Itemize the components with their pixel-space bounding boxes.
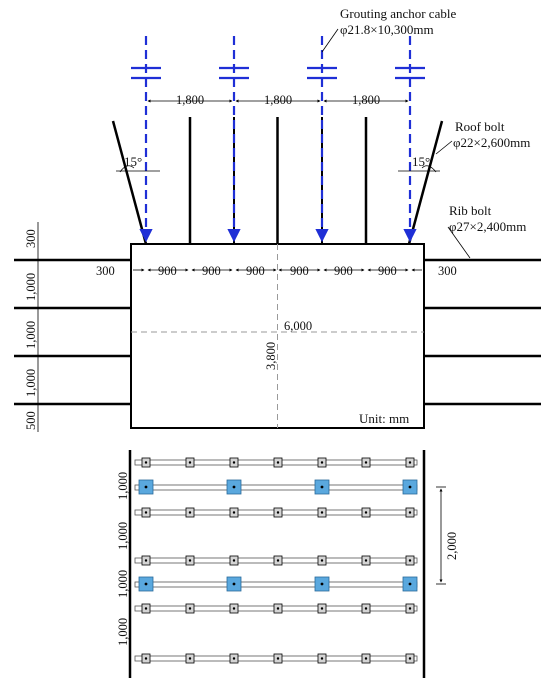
bolt-row (134, 653, 418, 664)
cable-row-spacing-label: 2,000 (445, 532, 459, 560)
rib-bolts (14, 258, 541, 406)
roof-bolt-spacing-label: 900 (290, 264, 309, 278)
roof-bolt-spacing-label: 900 (246, 264, 265, 278)
cable-row-spacing-dimension (436, 486, 446, 585)
roof-bolt-spacing-label: 900 (378, 264, 397, 278)
cross-section: 6,000 3,800 Unit: mm (14, 6, 541, 432)
width-label: 6,000 (284, 319, 312, 333)
roof-bolt-spacing-label: 900 (202, 264, 221, 278)
anchor-cable-leader (321, 28, 339, 53)
angle-marker-left (116, 165, 160, 173)
rib-spacing-label: 1,000 (24, 369, 38, 397)
anchor-symbol (131, 66, 161, 80)
roof-bolt-leader (435, 140, 453, 155)
angled-roof-bolt-left (111, 120, 148, 245)
roof-bolt-title: Roof bolt (455, 119, 505, 134)
rib-bolt-title: Rib bolt (449, 203, 492, 218)
angle-label-left: 15° (124, 154, 142, 169)
roof-edge-left-label: 300 (96, 264, 115, 278)
plan-spacing-label: 1,000 (116, 472, 130, 500)
bolt-row (134, 555, 418, 566)
bolt-row (134, 457, 418, 468)
plan-view: 1,000 1,000 1,000 1,000 2,000 (116, 450, 459, 678)
cable-spacing-label: 1,800 (176, 93, 204, 107)
plan-spacing-label: 1,000 (116, 522, 130, 550)
anchor-symbol (219, 66, 249, 80)
rib-spacing-label: 1,000 (24, 321, 38, 349)
anchor-cable-spec: φ21.8×10,300mm (340, 22, 434, 37)
cable-row (134, 479, 418, 495)
angled-roof-bolt-right (407, 120, 444, 245)
anchor-cable-title: Grouting anchor cable (340, 6, 456, 21)
cable-spacing-label: 1,800 (352, 93, 380, 107)
rib-spacing-label: 500 (24, 411, 38, 430)
roof-bolt-spec: φ22×2,600mm (453, 135, 530, 150)
cable-spacing-label: 1,800 (264, 93, 292, 107)
plan-spacing-label: 1,000 (116, 618, 130, 646)
roof-bolt-spacing-label: 900 (158, 264, 177, 278)
rib-bolt-leader (447, 226, 471, 259)
unit-label: Unit: mm (359, 411, 409, 426)
roof-bolt-spacing-label: 900 (334, 264, 353, 278)
plan-spacing-label: 1,000 (116, 570, 130, 598)
bolt-row (134, 507, 418, 518)
cable-row (134, 576, 418, 592)
angle-marker-right (398, 165, 440, 173)
bolt-row (134, 603, 418, 614)
rib-spacing-label: 300 (24, 229, 38, 248)
anchor-symbol (395, 66, 425, 80)
angle-label-right: 15° (412, 154, 430, 169)
anchor-cables (131, 36, 425, 243)
roof-edge-right-label: 300 (438, 264, 457, 278)
rib-spacing-label: 1,000 (24, 273, 38, 301)
anchor-symbol (307, 66, 337, 80)
height-label: 3,800 (264, 342, 278, 370)
rib-bolt-spec: φ27×2,400mm (449, 219, 526, 234)
